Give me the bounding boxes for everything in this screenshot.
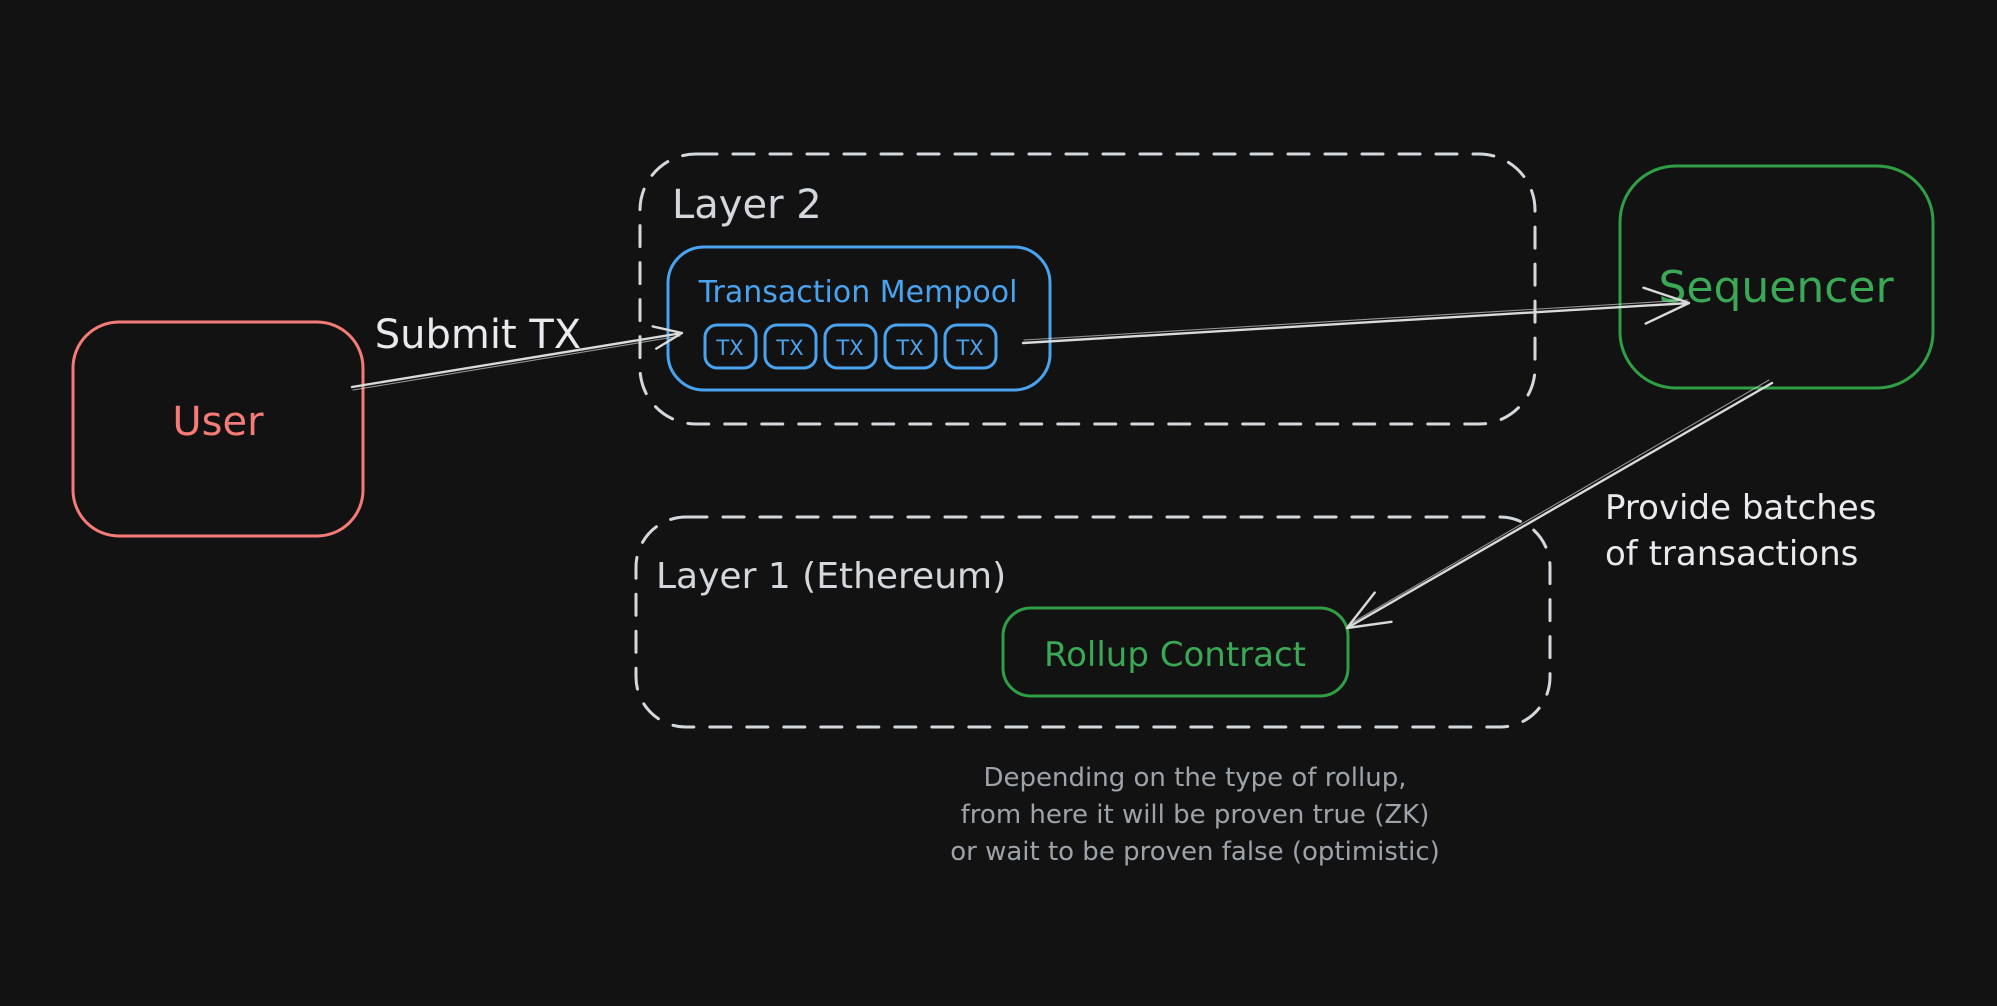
mempool-label: Transaction Mempool [698, 275, 1018, 310]
layer2-container [638, 152, 1537, 426]
sequencer-to-rollup-sketch-line [1349, 379, 1770, 625]
tx-item [943, 323, 998, 370]
tx-item [703, 323, 758, 370]
submit-tx-label: Submit TX [375, 312, 581, 358]
tx-item [883, 323, 938, 370]
provide-batches-line-2: of transactions [1605, 534, 1858, 574]
provide-batches-label: Provide batches of transactions [1605, 488, 1876, 574]
tx-label: TX [775, 336, 803, 360]
mempool-to-sequencer-sketch-line [1023, 299, 1689, 341]
tx-label: TX [895, 336, 923, 360]
layer1-label: Layer 1 (Ethereum) [656, 556, 1006, 597]
layer1-container [634, 515, 1552, 729]
sequencer-node [1618, 164, 1935, 390]
caption: Depending on the type of rollup, from he… [950, 763, 1440, 867]
submit-tx-arrow [350, 325, 684, 389]
caption-line-3: or wait to be proven false (optimistic) [950, 837, 1440, 867]
rollup-contract-label: Rollup Contract [1044, 635, 1306, 675]
tx-label: TX [835, 336, 863, 360]
rollup-contract-node [1001, 606, 1350, 698]
mempool-to-sequencer-arrow [1021, 286, 1691, 345]
provide-batches-line-1: Provide batches [1605, 488, 1876, 528]
caption-line-1: Depending on the type of rollup, [984, 763, 1407, 793]
mempool-node [666, 245, 1052, 392]
caption-line-2: from here it will be proven true (ZK) [961, 800, 1430, 830]
user-label: User [172, 399, 264, 445]
sequencer-label: Sequencer [1658, 262, 1894, 313]
tx-item [763, 323, 818, 370]
tx-item [823, 323, 878, 370]
tx-item-group: TX TX TX TX TX [703, 323, 998, 370]
tx-label: TX [955, 336, 983, 360]
tx-label: TX [715, 336, 743, 360]
submit-tx-arrow-sketch-line [352, 335, 681, 391]
layer2-label: Layer 2 [672, 182, 822, 228]
user-node [71, 320, 365, 538]
sequencer-to-rollup-arrow [1345, 381, 1774, 630]
